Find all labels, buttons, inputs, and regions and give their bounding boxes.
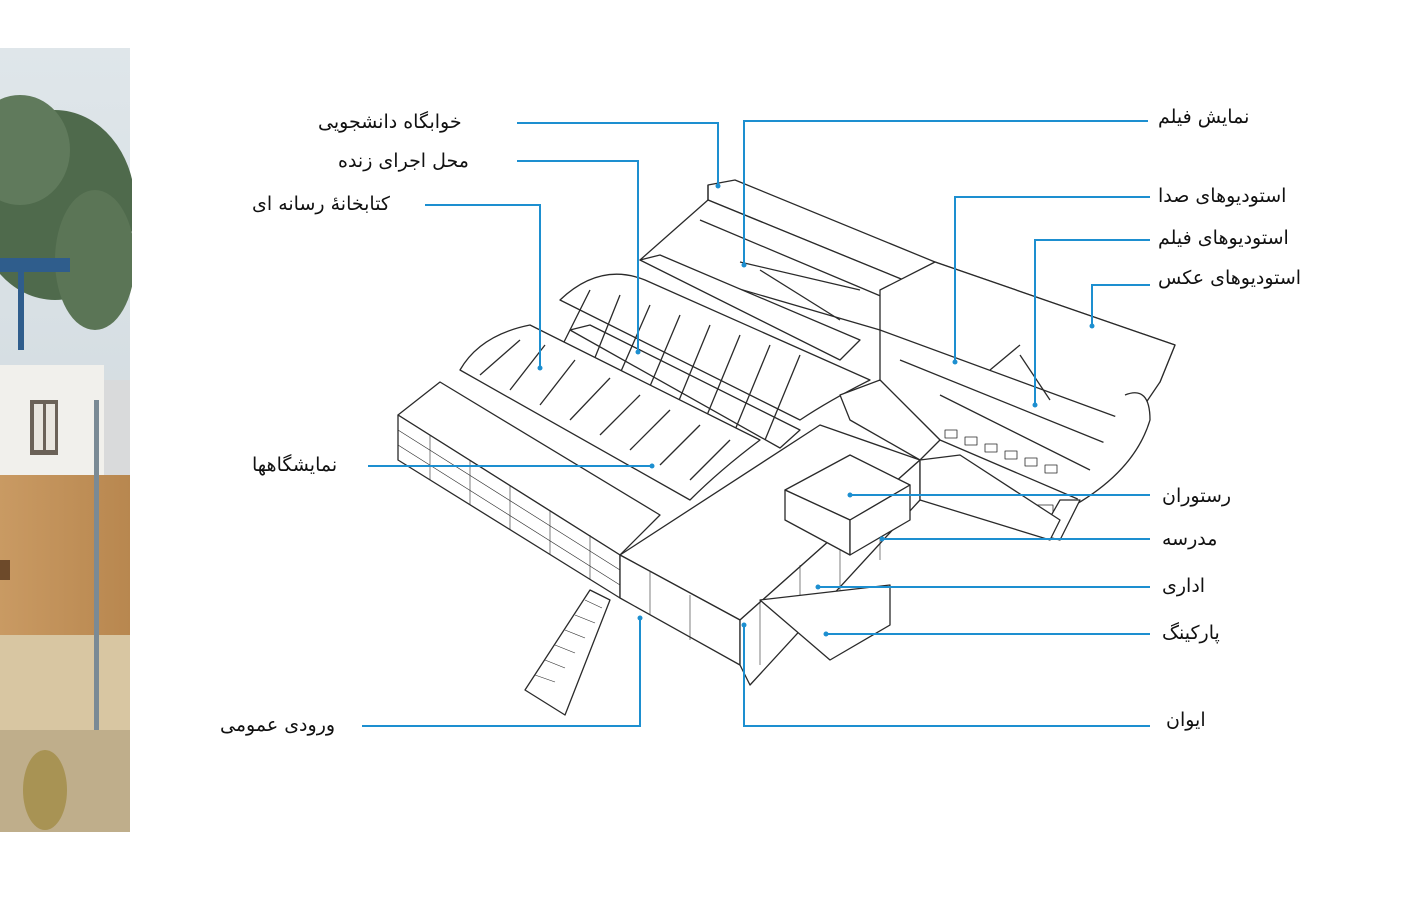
leader-public-entrance: [362, 618, 641, 727]
label-live-performance: محل اجرای زنده: [338, 150, 469, 172]
building-drawing: [397, 179, 1176, 716]
label-student-dorm: خوابگاه دانشجویی: [318, 111, 462, 133]
leader-lines: [362, 120, 1150, 727]
label-film-screening: نمایش فیلم: [1158, 106, 1250, 128]
label-parking: پارکینگ: [1162, 622, 1220, 644]
label-photo-studios: استودیوهای عکس: [1158, 267, 1302, 289]
leader-ivan: [743, 625, 1150, 727]
label-sound-studios: استودیوهای صدا: [1158, 185, 1287, 207]
label-school: مدرسه: [1162, 528, 1218, 550]
label-restaurant: رستوران: [1162, 485, 1232, 507]
label-public-entrance: ورودی عمومی: [220, 714, 336, 736]
label-film-studios: استودیوهای فیلم: [1158, 227, 1289, 249]
leader-media-library: [425, 204, 541, 368]
label-administrative: اداری: [1162, 575, 1206, 597]
label-ivan: ایوان: [1166, 709, 1206, 731]
leader-live-performance: [517, 160, 639, 352]
leader-student-dorm: [517, 122, 719, 186]
leader-dots: [537, 183, 1095, 637]
leader-film-screening: [743, 120, 1148, 265]
building-photo: [0, 48, 132, 832]
leader-sound-studios: [954, 196, 1150, 362]
label-media-library: کتابخانهٔ رسانه ای: [252, 193, 390, 215]
label-exhibitions: نمایشگاهها: [252, 454, 338, 476]
leader-film-studios: [1034, 239, 1150, 405]
leader-photo-studios: [1091, 284, 1150, 326]
